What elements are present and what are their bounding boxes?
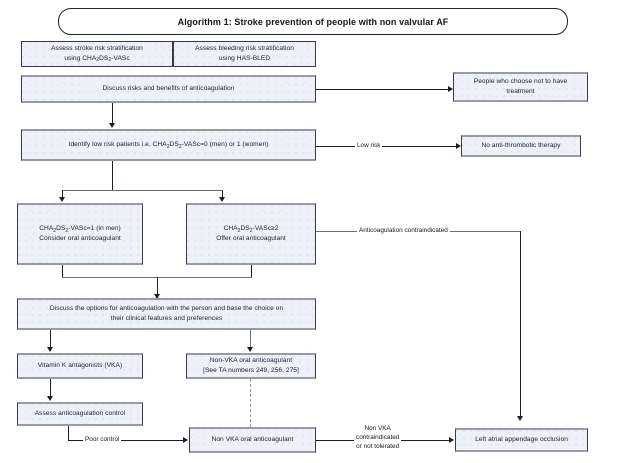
edge-split-left-drop <box>62 190 63 199</box>
arrowhead-score-1-men <box>59 197 65 202</box>
discuss-risks-label: Discuss risks and benefits of anticoagul… <box>102 85 235 93</box>
discuss-options-line2: their clinical features and preferences <box>110 315 223 322</box>
edge-label-anticoag-contraindicated: Anticoagulation contraindicated <box>357 227 450 236</box>
arrowhead-identify <box>109 123 115 128</box>
edge-identify-to-low-risk <box>316 146 456 147</box>
edge-anticoag-contraindicated-v <box>520 231 521 419</box>
assess-bleeding-line1: Assess bleeding risk stratification <box>195 45 294 53</box>
node-score-2-or-more: CHA2DS2-VASc≥2 Offer oral anticoagulant <box>186 203 316 265</box>
arrowhead-vka <box>47 347 53 352</box>
edge-discuss-to-non-vka-ta <box>250 330 251 351</box>
non-vka-oral-label: Non VKA oral anticoagulant <box>211 436 294 444</box>
node-non-vka-oral-anticoagulant: Non VKA oral anticoagulant <box>189 427 316 453</box>
node-left-atrial-appendage-occlusion: Left atrial appendage occlusion <box>455 428 588 452</box>
edge-identify-split-stem <box>112 161 113 190</box>
no-treatment-line2: treatment <box>506 88 535 95</box>
edge-merge-to-discuss-options <box>157 277 158 298</box>
non-vka-ta-line1: Non-VKA oral anticoagulant <box>209 357 293 365</box>
no-antithrombotic-label: No anti-thrombotic therapy <box>481 142 561 150</box>
edge-assess-control-drop <box>68 426 69 440</box>
assess-stroke-line1: Assess stroke risk stratification <box>51 45 143 53</box>
score-1-line1: CHA2DS2-VASc=1 (in men) <box>39 225 121 234</box>
edge-non-vka-ta-dashed <box>250 379 251 427</box>
edge-score2-merge-drop <box>251 265 252 277</box>
arrowhead-discuss-options <box>154 294 160 299</box>
contra-line2: contraindicated <box>356 433 400 441</box>
contra-line1: Non VKA <box>364 425 391 432</box>
node-no-antithrombotic-therapy: No anti-thrombotic therapy <box>461 135 581 157</box>
node-discuss-risks-benefits: Discuss risks and benefits of anticoagul… <box>21 75 316 103</box>
discuss-options-line1: Discuss the options for anticoagulation … <box>49 305 284 313</box>
laa-occlusion-label: Left atrial appendage occlusion <box>475 436 568 444</box>
arrowhead-assess-control <box>47 396 53 401</box>
contra-line3: or not tolerated <box>356 442 400 450</box>
node-score-1-in-men: CHA2DS2-VASc=1 (in men) Consider oral an… <box>17 203 143 265</box>
node-assess-anticoagulation-control: Assess anticoagulation control <box>17 402 143 426</box>
arrowhead-score-2-plus <box>219 197 225 202</box>
score-1-line2: Consider oral anticoagulant <box>39 235 121 242</box>
arrowhead-laa-from-contraindicated <box>517 416 523 421</box>
node-non-vka-oral-anticoagulant-ta: Non-VKA oral anticoagulant [See TA numbe… <box>186 353 316 379</box>
edge-vka-to-assess-control <box>50 379 51 400</box>
vka-label: Vitamin K antagonists (VKA) <box>37 362 123 370</box>
arrowhead-no-antithrombotic <box>456 143 461 149</box>
arrowhead-no-treatment <box>448 86 453 92</box>
node-assess-bleeding-risk: Assess bleeding risk stratification usin… <box>173 41 316 67</box>
score-2-line1: CHA2DS2-VASc≥2 <box>223 225 279 234</box>
edge-split-right-drop <box>222 190 223 199</box>
edge-poor-control-h <box>68 440 185 441</box>
edge-label-poor-control: Poor control <box>83 436 122 445</box>
node-no-treatment: People who choose not to have treatment <box>453 72 588 102</box>
arrowhead-non-vka-ta <box>247 347 253 352</box>
node-discuss-options: Discuss the options for anticoagulation … <box>17 298 316 330</box>
arrowhead-non-vka-oral <box>183 437 188 443</box>
score-2-line2: Offer oral anticoagulant <box>216 235 286 242</box>
edge-discuss-to-vka <box>50 330 51 351</box>
identify-low-risk-label: Identify low risk patients i.e. CHA2DS2-… <box>68 141 269 150</box>
edge-discuss-to-no-treatment <box>316 89 448 90</box>
page-title: Algorithm 1: Stroke prevention of people… <box>58 8 568 35</box>
edge-discuss-to-identify <box>112 103 113 126</box>
node-assess-stroke-risk: Assess stroke risk stratification using … <box>21 41 173 67</box>
edge-score1-merge-drop <box>62 265 63 277</box>
non-vka-ta-line2: [See TA numbers 249, 256, 275] <box>203 367 299 374</box>
arrowhead-laa-occlusion <box>449 437 454 443</box>
node-identify-low-risk: Identify low risk patients i.e. CHA2DS2-… <box>21 129 316 161</box>
edge-identify-split-bar <box>62 190 222 191</box>
edge-label-low-risk: Low risk <box>355 142 383 151</box>
node-vitamin-k-antagonists: Vitamin K antagonists (VKA) <box>17 353 143 379</box>
assess-control-label: Assess anticoagulation control <box>34 410 126 418</box>
no-treatment-line1: People who choose not to have <box>473 78 568 86</box>
edge-label-non-vka-contraindicated: Non VKA contraindicated or not tolerated <box>354 425 402 452</box>
assess-stroke-line2: using CHA2DS2-VASc <box>64 55 130 64</box>
assess-bleeding-line2: using HAS-BLED <box>218 55 271 62</box>
